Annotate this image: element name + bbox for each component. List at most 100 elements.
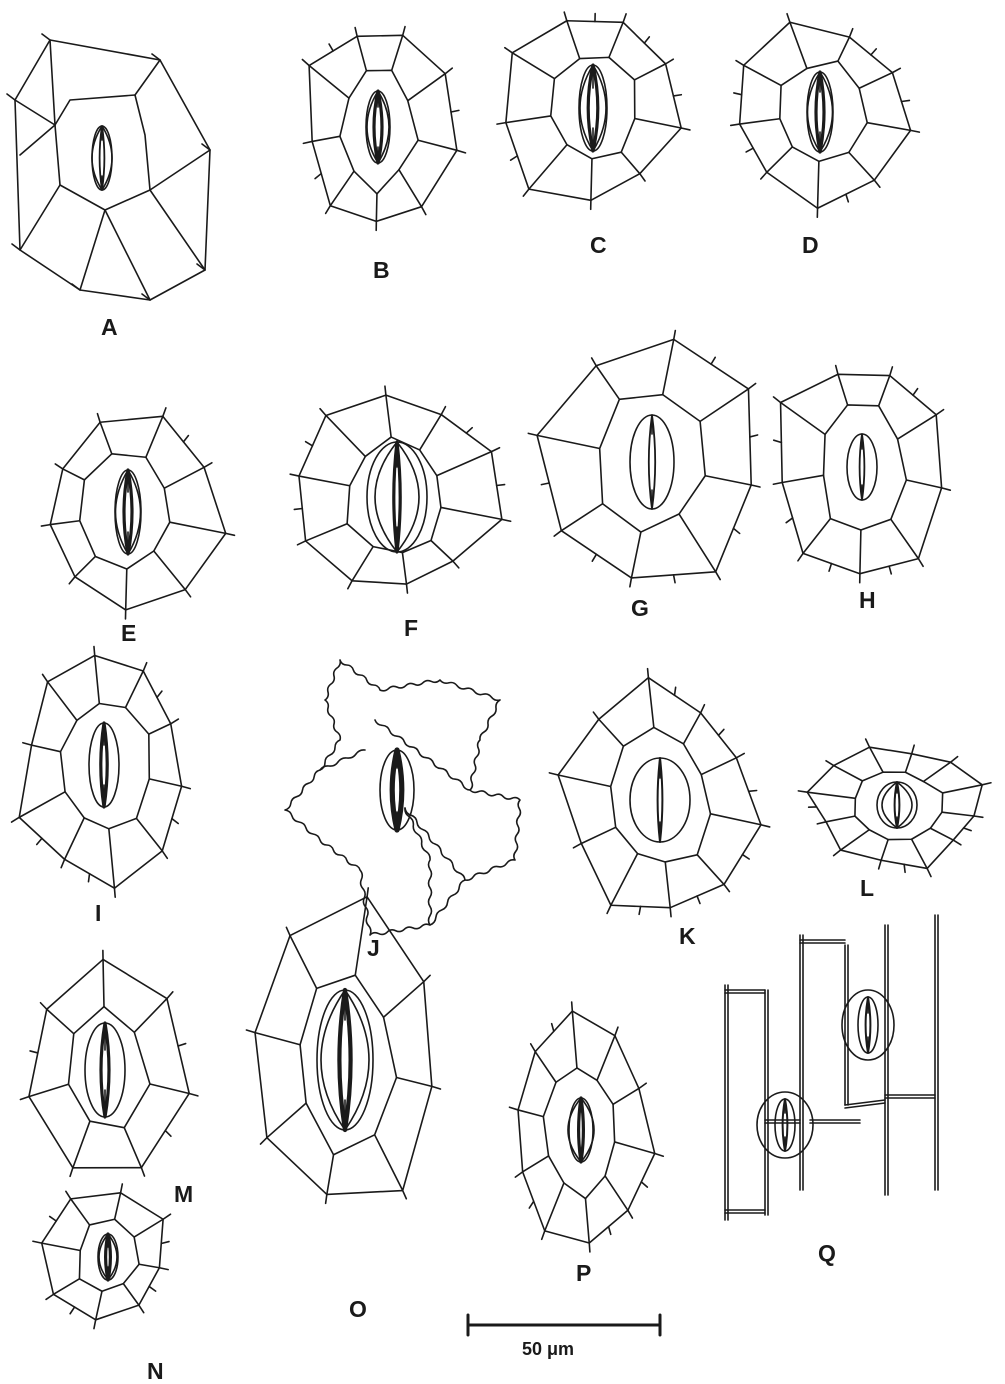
epidermal-cell-wall [150, 1084, 189, 1093]
cell-wall-stub [182, 786, 191, 788]
epidermal-cell-wall [859, 73, 892, 89]
epidermal-cell-wall [930, 828, 953, 840]
panel-m-drawing [20, 950, 197, 1176]
cell-wall-stub [159, 1268, 168, 1270]
cell-wall-stub [719, 729, 724, 735]
epidermal-cell-wall [923, 762, 950, 781]
cell-wall-stub [167, 992, 173, 999]
cell-wall-stub [630, 578, 632, 587]
epidermal-cell-wall [705, 476, 751, 485]
epidermal-cell-wall [154, 551, 185, 590]
epidermal-cell-wall [905, 754, 911, 772]
cell-wall-stub [936, 410, 943, 415]
cell-wall-stub [491, 448, 499, 452]
cell-wall-stub [871, 49, 876, 55]
cell-wall-stub [165, 1131, 171, 1137]
epidermal-cell-wall [355, 897, 367, 975]
epidermal-cell-wall [299, 476, 350, 486]
epidermal-cell-wall [599, 719, 624, 746]
cell-wall-stub [12, 817, 20, 822]
epidermal-cell-wall [431, 540, 453, 561]
cell-wall-stub [88, 874, 89, 882]
cell-wall-stub [761, 825, 770, 827]
cell-wall-stub [874, 180, 880, 187]
epidermal-cell-wall [803, 519, 830, 554]
cell-wall-stub [592, 358, 597, 366]
cell-wall-stub [497, 485, 505, 486]
cell-wall-stub [640, 174, 645, 181]
epidermal-cell-wall [29, 1084, 69, 1096]
cell-wall-stub [422, 207, 426, 215]
cell-wall-stub [964, 828, 972, 831]
epidermal-cell-wall [609, 22, 623, 57]
cell-wall-stub [329, 44, 333, 51]
epidermal-cell-wall [942, 812, 974, 816]
epidermal-cell-wall [115, 1193, 121, 1219]
cell-wall-stub [639, 1083, 646, 1088]
cell-wall-stub [564, 12, 567, 21]
epidermal-cell-wall [20, 125, 55, 155]
epidermal-cell-wall [103, 959, 104, 1006]
epidermal-cell-wall [50, 521, 79, 525]
panel-label-h: H [859, 589, 876, 612]
cell-wall-stub [787, 14, 790, 23]
cell-wall-stub [889, 566, 891, 574]
cell-wall-stub [834, 850, 841, 856]
epidermal-cell-wall [408, 74, 445, 101]
epidermal-cell-wall [697, 855, 724, 885]
epidermal-cell-wall [65, 818, 85, 859]
cell-wall-stub [773, 483, 782, 485]
epidermal-cell-wall [50, 416, 225, 610]
cell-wall-stub [904, 864, 905, 872]
panel-j-drawing [285, 660, 520, 935]
cell-wall-stub [697, 896, 700, 903]
epidermal-cell-wall [42, 1243, 80, 1250]
epidermal-cell-wall [506, 21, 681, 201]
cell-wall-stub [511, 156, 518, 160]
panel-o-drawing [246, 888, 440, 1203]
panel-l-drawing [798, 739, 991, 877]
cell-wall-stub [589, 1243, 590, 1252]
panel-label-b: B [373, 259, 390, 282]
epidermal-cell-wall [567, 21, 580, 59]
epidermal-cell-wall [943, 785, 983, 793]
cell-wall-stub [55, 464, 63, 469]
cell-wall-stub [70, 1168, 73, 1177]
epidermal-cell-wall [105, 210, 150, 300]
epidermal-cell-wall [124, 1128, 141, 1168]
epidermal-cell-wall [581, 827, 615, 843]
cell-wall-stub [41, 525, 50, 526]
epidermal-cell-wall [860, 530, 861, 574]
epidermal-cell-wall [679, 514, 716, 572]
cell-wall-stub [326, 206, 331, 214]
epidermal-cell-wall [710, 814, 760, 825]
cell-wall-stub [157, 691, 162, 697]
cell-wall-stub [648, 669, 649, 678]
cell-wall-stub [942, 488, 951, 490]
epidermal-cell-wall [838, 374, 848, 405]
cell-wall-stub [139, 1305, 144, 1313]
cell-wall-stub [628, 1210, 633, 1218]
cell-wall-stub [913, 389, 918, 396]
epidermal-cell-wall [48, 682, 77, 721]
cell-wall-stub [593, 712, 598, 719]
cell-wall-stub [497, 123, 506, 124]
epidermal-cell-wall [75, 556, 95, 576]
cell-wall-stub [406, 584, 407, 593]
cell-wall-stub [286, 927, 290, 935]
epidermal-cell-wall [506, 116, 551, 123]
cell-wall-stub [297, 541, 305, 545]
cell-wall-stub [554, 531, 561, 536]
epidermal-cell-wall [20, 185, 60, 250]
cell-wall-stub [552, 1024, 554, 1032]
epidermal-cell-wall [135, 60, 160, 95]
cell-wall-stub [348, 581, 352, 589]
cell-wall-stub [817, 822, 826, 824]
epidermal-cell-wall [53, 1279, 79, 1295]
epidermal-cell-wall [19, 792, 65, 818]
cell-wall-stub [761, 172, 767, 179]
epidermal-cell-wall [55, 95, 150, 210]
epidermal-cell-wall [700, 389, 748, 421]
cell-wall-stub [751, 485, 760, 487]
panel-label-q: Q [818, 1242, 836, 1265]
